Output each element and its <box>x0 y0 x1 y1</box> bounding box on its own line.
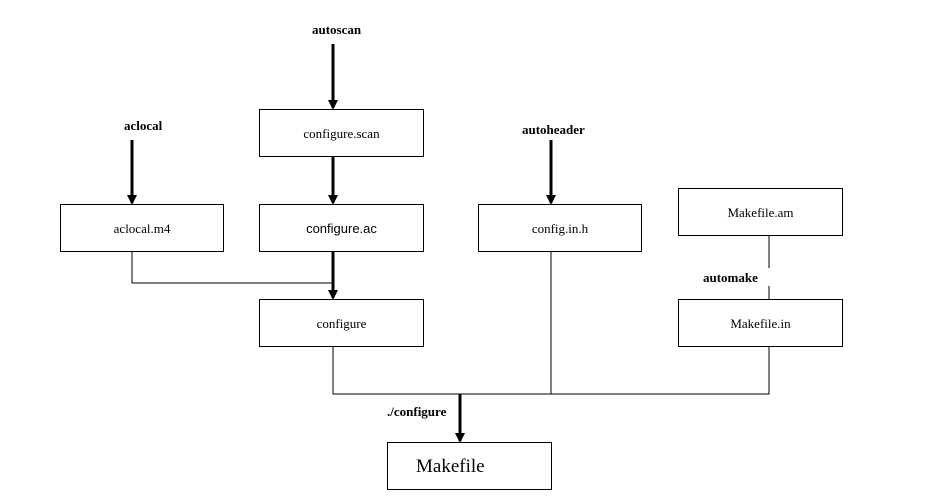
makefile-am-box: Makefile.am <box>678 188 843 236</box>
configure-box: configure <box>259 299 424 347</box>
makefile-box: Makefile <box>387 442 552 490</box>
makefile-in-box: Makefile.in <box>678 299 843 347</box>
line-makefile-in-to-bus <box>551 347 770 395</box>
configure-scan-box: configure.scan <box>259 109 424 157</box>
autoheader-label: autoheader <box>522 122 585 137</box>
line-configure-to-bus <box>332 346 460 395</box>
config-in-h-box: config.in.h <box>478 204 642 252</box>
autoscan-label: autoscan <box>312 22 362 37</box>
line-aclocal-m4-to-configure <box>131 252 333 284</box>
automake-label: automake <box>703 270 758 285</box>
aclocal-label: aclocal <box>124 118 163 133</box>
line-config-in-h-to-bus <box>460 252 552 395</box>
configure-run-label: ./configure <box>387 404 447 419</box>
configure-ac-box: configure.ac <box>259 204 424 252</box>
aclocal-m4-box: aclocal.m4 <box>60 204 224 252</box>
